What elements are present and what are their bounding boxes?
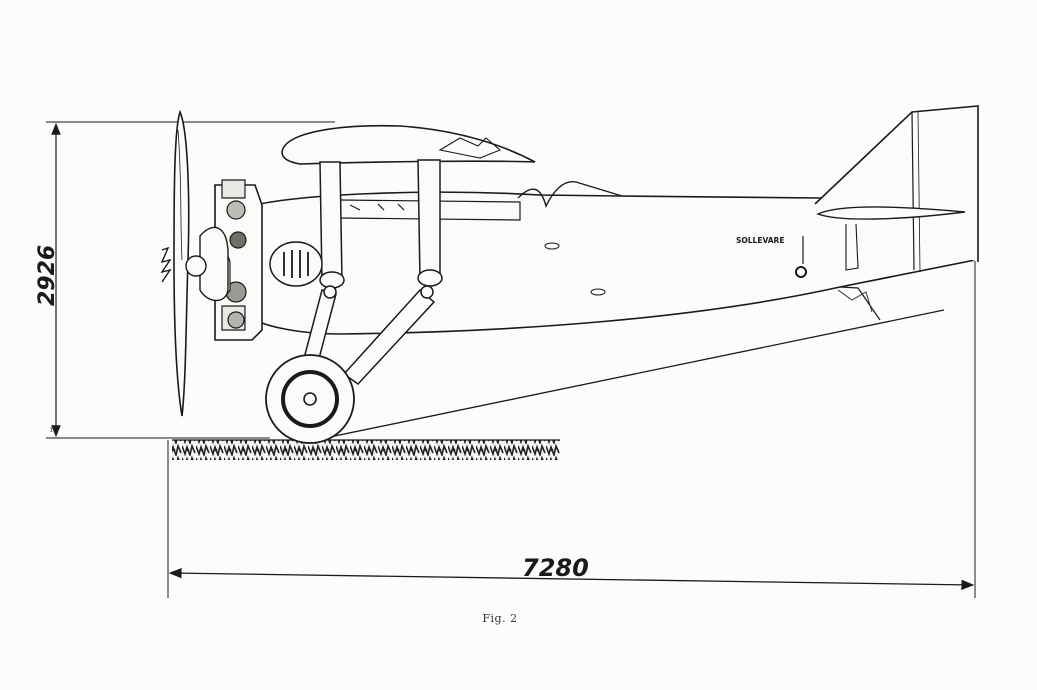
ground-hatching (172, 440, 560, 460)
main-wheel (265, 354, 355, 444)
figure-caption: Fig. 2 (482, 612, 518, 625)
lift-point-ring (795, 266, 807, 278)
wing-struts (319, 159, 443, 289)
cockpit-coaming (517, 180, 623, 208)
height-dimension (46, 121, 335, 439)
ground-angle-line (324, 309, 945, 439)
lift-point-label: SOLLEVARE (736, 236, 784, 245)
upper-wing (281, 124, 536, 165)
length-dimension-label: 7280 (522, 554, 589, 582)
tailplane (816, 206, 966, 220)
radiator-grille (269, 241, 323, 287)
propeller (160, 109, 207, 417)
landing-gear-legs (301, 285, 436, 385)
engine-assembly (199, 179, 263, 341)
height-dimension-label: 2926 (35, 245, 60, 306)
ground-reference-mark: r (50, 425, 54, 434)
tail-fin (814, 105, 979, 262)
